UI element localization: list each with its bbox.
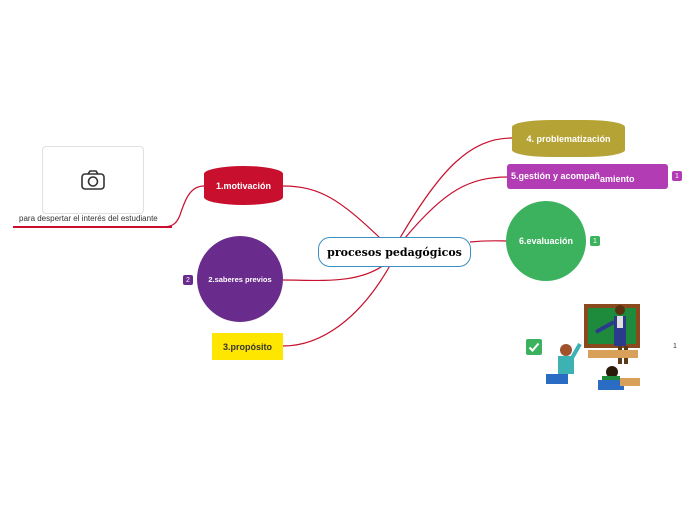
node-motivacion-label: 1.motivación	[215, 180, 271, 191]
node-problematizacion-label: 4. problematización	[526, 133, 611, 144]
central-topic[interactable]: procesos pedagógicos	[318, 237, 471, 267]
connector-problematizacion	[399, 137, 513, 239]
node-saberes-previos[interactable]: 2.saberes previos	[197, 236, 283, 322]
node-proposito[interactable]: 3.propósito	[212, 333, 283, 360]
camera-icon	[81, 170, 105, 190]
connector-saberes	[282, 261, 389, 282]
connector-subtopic	[159, 185, 205, 228]
node-gestion-label-b: amiento	[600, 173, 635, 184]
node-saberes-label: 2.saberes previos	[208, 274, 272, 284]
node-problematizacion[interactable]: 4. problematización	[512, 120, 625, 157]
connector-gestion	[404, 176, 509, 239]
node-evaluacion[interactable]: 6.evaluación	[506, 201, 586, 281]
node-motivacion[interactable]: 1.motivación	[204, 166, 283, 205]
node-saberes-badge: 2	[183, 275, 193, 285]
illustration-count: 1	[673, 343, 677, 350]
connector-proposito	[282, 261, 393, 347]
node-proposito-label: 3.propósito	[223, 341, 272, 352]
image-placeholder[interactable]	[42, 146, 144, 214]
subtopic-label: para despertar el interés del estudiante	[19, 214, 158, 223]
node-gestion-badge: 1	[672, 171, 682, 181]
central-topic-label: procesos pedagógicos	[327, 245, 462, 259]
node-evaluacion-badge: 1	[590, 236, 600, 246]
connector-motivacion	[282, 185, 381, 239]
teacher-classroom-illustration	[546, 304, 640, 390]
node-evaluacion-label: 6.evaluación	[518, 236, 574, 246]
checkmark-icon	[526, 339, 542, 355]
connector-evaluacion	[469, 240, 509, 243]
node-gestion-label-a: 5.gestión y acompañ	[511, 170, 601, 181]
